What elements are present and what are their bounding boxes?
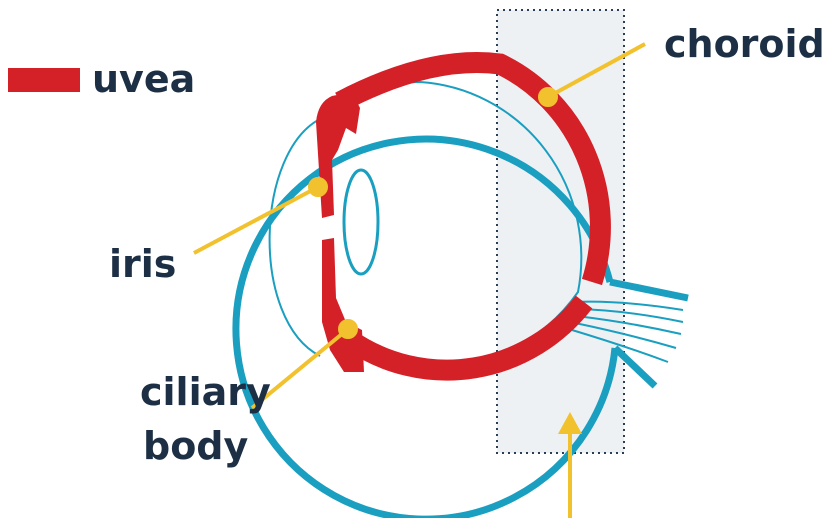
iris-label: iris [109, 242, 176, 286]
choroid-pointer-dot [540, 89, 556, 105]
ciliary-label-line1: ciliary [140, 370, 271, 414]
legend-swatch [8, 68, 80, 92]
lens [344, 170, 378, 274]
choroid-label: choroid [664, 22, 823, 66]
iris-pointer-dot [310, 179, 326, 195]
legend-label: uvea [92, 57, 195, 101]
ciliary-label-line2: body [143, 424, 249, 468]
cornea [270, 118, 322, 356]
ciliary-pointer-dot [340, 321, 356, 337]
